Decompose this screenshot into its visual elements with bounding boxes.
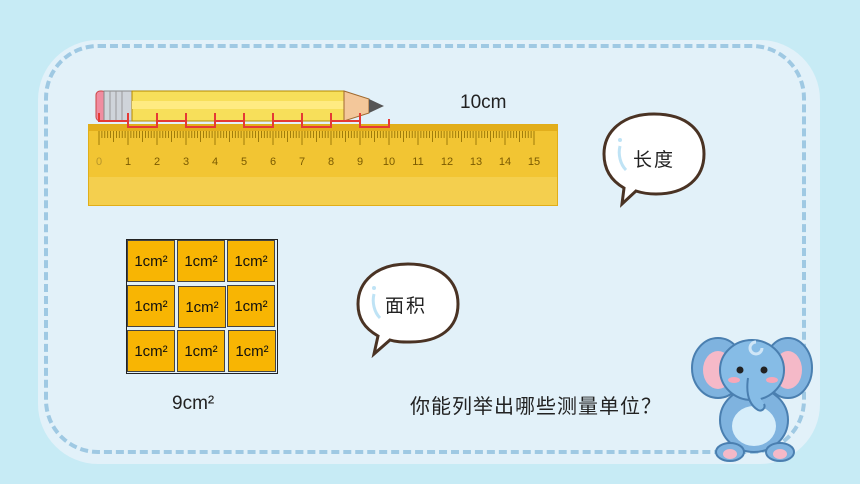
area-cell: 1cm² — [127, 240, 175, 282]
ruler-tick-label: 9 — [357, 156, 363, 168]
area-grid: 1cm² 1cm² 1cm² 1cm² 1cm² 1cm² 1cm² 1cm² … — [126, 239, 278, 374]
area-label: 9cm² — [172, 393, 215, 414]
measure-bracket — [185, 119, 216, 128]
dashed-frame — [44, 44, 806, 454]
ruler-tick-label: 5 — [241, 156, 247, 168]
area-cell: 1cm² — [177, 330, 225, 372]
area-cell: 1cm² — [227, 240, 275, 282]
area-cell: 1cm² — [227, 285, 275, 327]
measure-bracket — [98, 113, 129, 122]
length-label: 10cm — [460, 92, 507, 113]
ruler-tick-label: 3 — [183, 156, 189, 168]
ruler-tick-label: 15 — [528, 156, 540, 168]
ruler-tick-label: 13 — [470, 156, 482, 168]
ruler-tick-label: 2 — [154, 156, 160, 168]
ruler-tick-label: 0 — [96, 156, 102, 168]
question-text: 你能列举出哪些测量单位？ — [410, 394, 662, 418]
ruler-tick-label: 7 — [299, 156, 305, 168]
length-bubble-text: 长度 — [633, 149, 676, 171]
area-cell: 1cm² — [228, 330, 276, 372]
measure-bracket — [214, 113, 245, 122]
measure-bracket — [301, 119, 332, 128]
measure-bracket — [359, 119, 390, 128]
area-cell: 1cm² — [178, 286, 226, 328]
area-bubble-text: 面积 — [385, 295, 428, 317]
speech-bubble-icon — [356, 262, 460, 358]
ruler-tick-label: 11 — [412, 156, 423, 168]
ruler-tick-label: 12 — [441, 156, 453, 168]
ruler-tick-label: 4 — [212, 156, 218, 168]
ruler-tick-label: 8 — [328, 156, 334, 168]
area-cell: 1cm² — [177, 240, 225, 282]
ruler-bottom-band — [89, 177, 557, 205]
measure-bracket — [330, 113, 361, 122]
ruler-tick-label: 10 — [383, 156, 395, 168]
area-cell: 1cm² — [127, 285, 175, 327]
ruler-tick-label: 1 — [125, 156, 131, 168]
ruler-tick-label: 6 — [270, 156, 276, 168]
ruler-tick-label: 14 — [499, 156, 511, 168]
speech-bubble-icon — [602, 112, 706, 208]
measure-bracket — [127, 119, 158, 128]
measure-bracket — [156, 113, 187, 122]
measure-bracket — [243, 119, 274, 128]
pencil-icon — [95, 90, 390, 128]
area-cell: 1cm² — [127, 330, 175, 372]
elephant-icon — [691, 337, 813, 462]
measure-bracket — [272, 113, 303, 122]
